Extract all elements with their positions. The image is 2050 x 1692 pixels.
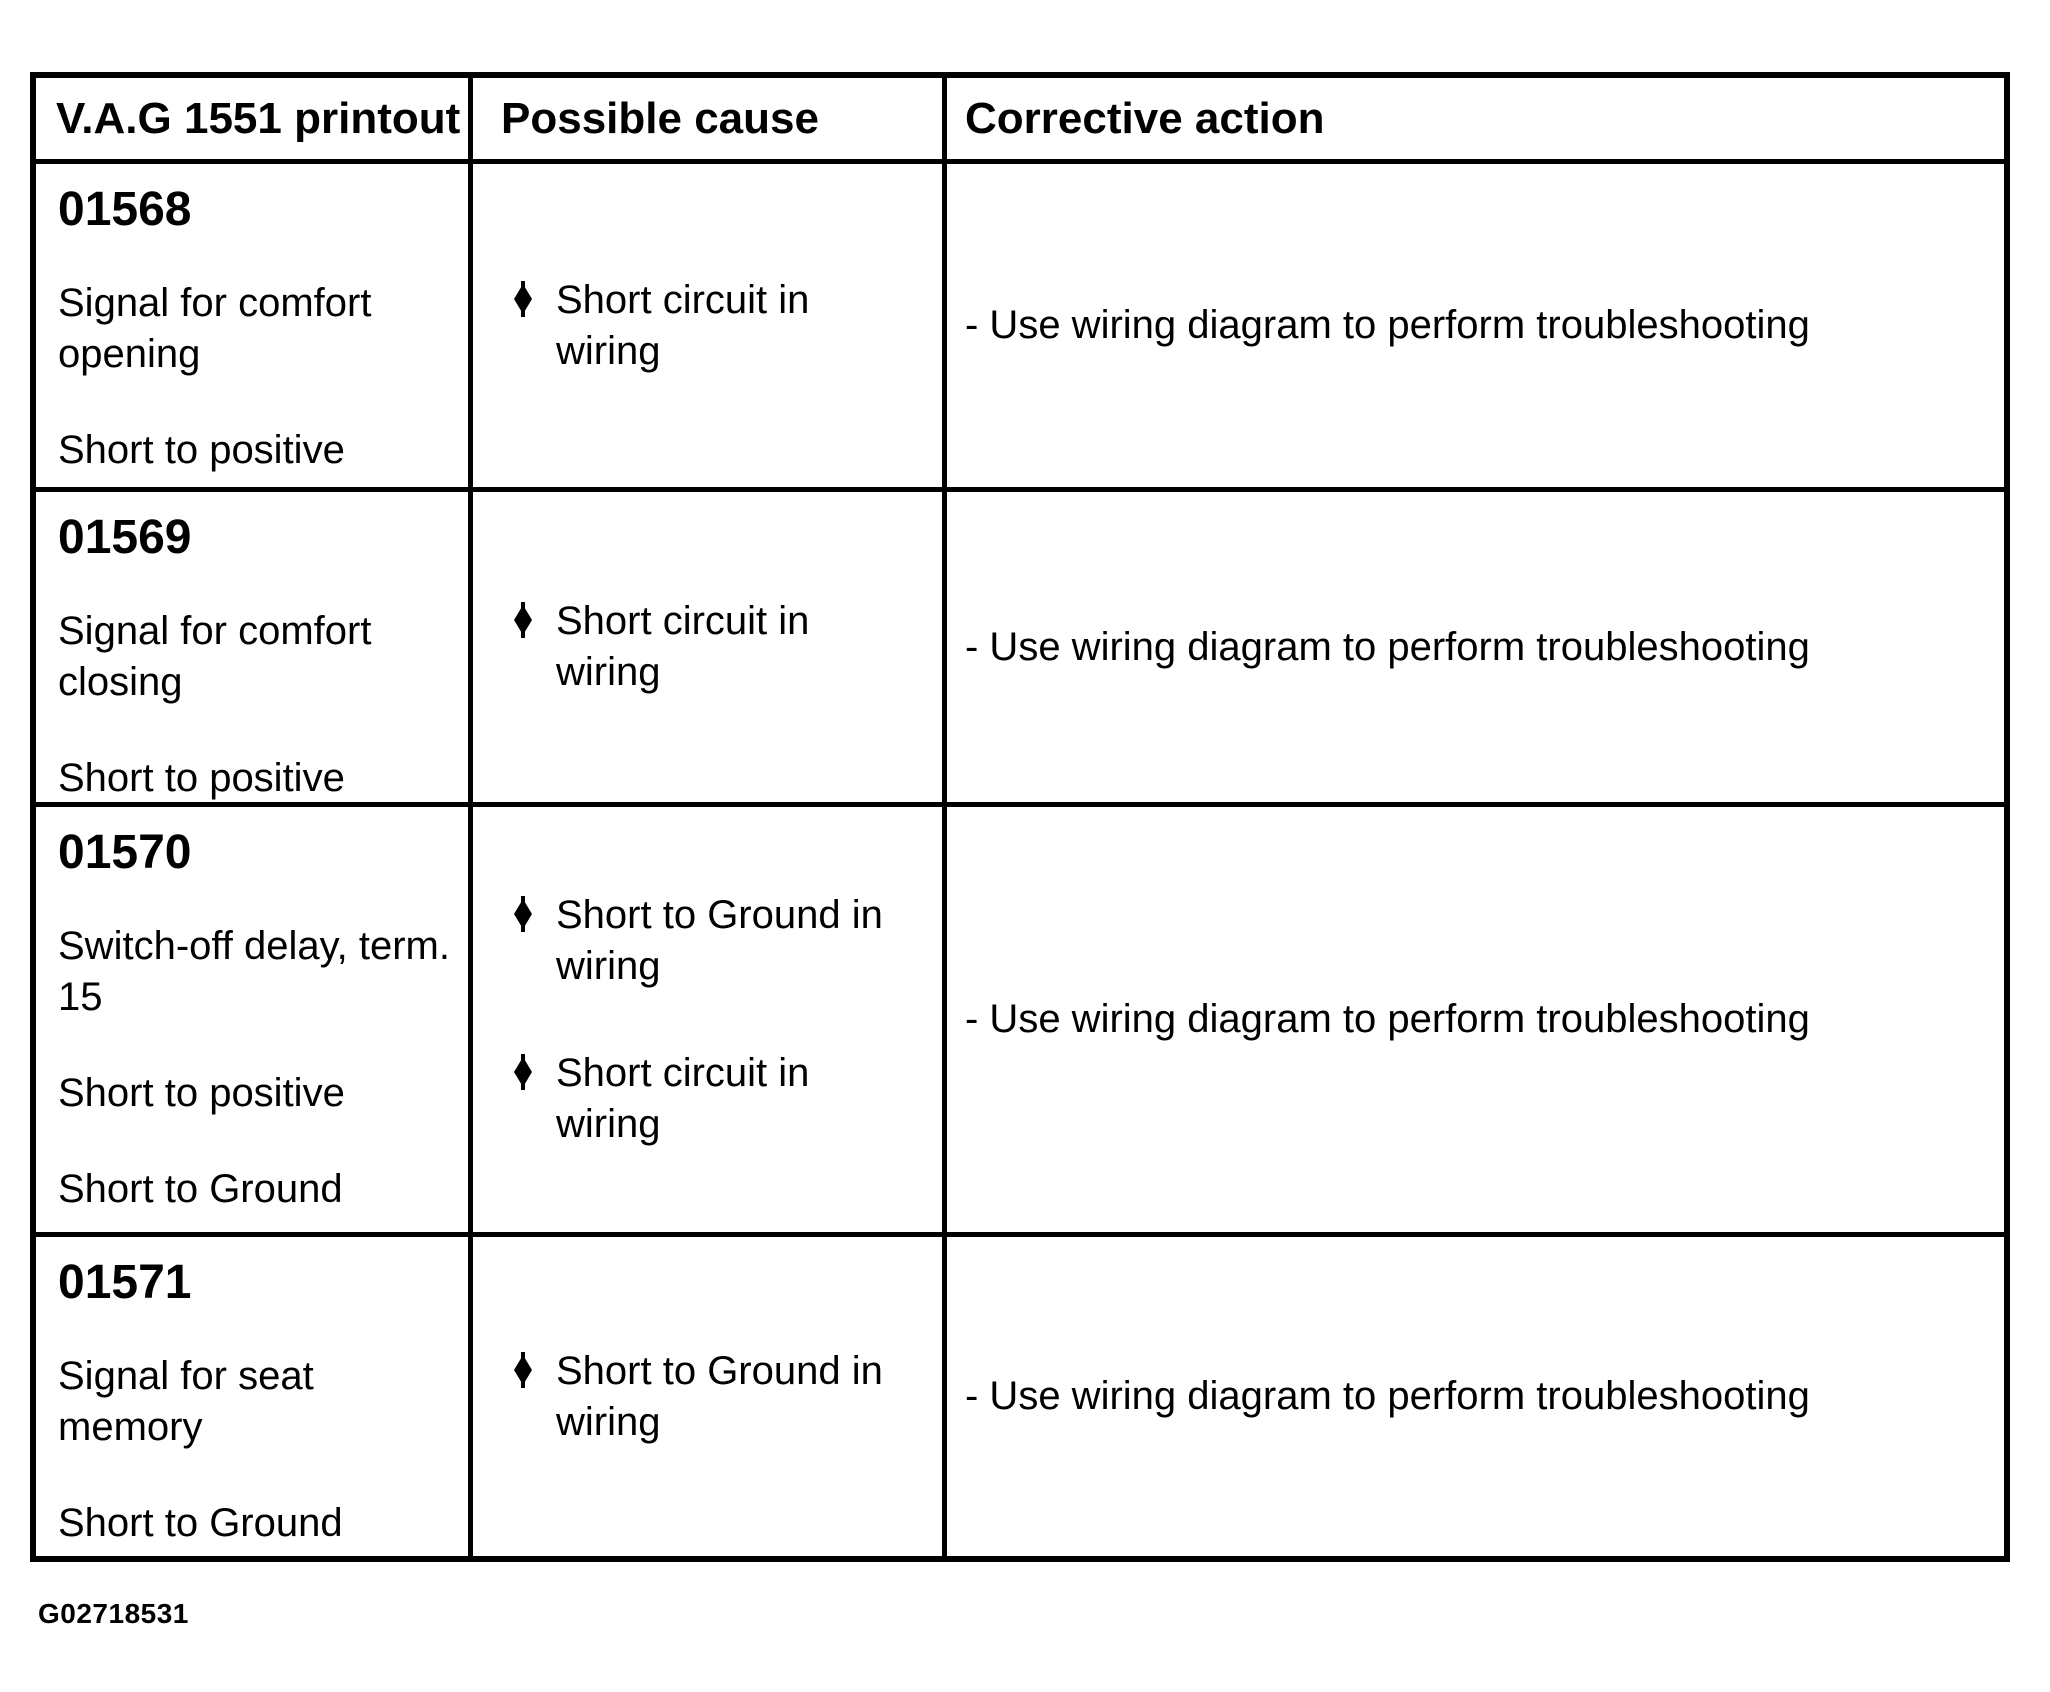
cause-item: Short to Ground in wiring [513,890,922,992]
fault-code: 01570 [58,826,192,879]
action-text: - Use wiring diagram to perform troubles… [965,1374,1810,1418]
action-text: - Use wiring diagram to perform troubles… [965,997,1810,1041]
cause-item: Short circuit in wiring [513,1048,922,1150]
action-cell-01568: - Use wiring diagram to perform troubles… [947,164,2004,492]
fault-status: Short to positive [58,756,345,800]
fault-code: 01568 [58,183,192,236]
action-cell-01570: - Use wiring diagram to perform troubles… [947,807,2004,1237]
fault-status: Short to positive [58,1071,345,1115]
cause-text: Short circuit in wiring [556,1050,810,1146]
printout-cell-01571: 01571 Signal for seat memory Short to Gr… [36,1237,473,1556]
cause-text: Short circuit in wiring [556,277,810,373]
header-possible-cause-label: Possible cause [501,93,819,143]
cause-text: Short to Ground in wiring [556,1348,883,1444]
fault-description: Switch-off delay, term. 15 [58,924,450,1019]
fault-status: Short to positive [58,428,345,472]
fault-status: Short to Ground [58,1501,343,1545]
action-text: - Use wiring diagram to perform troubles… [965,624,1810,669]
printout-cell-01570: 01570 Switch-off delay, term. 15 Short t… [36,807,473,1237]
cause-cell-01569: Short circuit in wiring [473,492,947,807]
fault-code-table: V.A.G 1551 printout Possible cause Corre… [30,72,2010,1562]
printout-cell-01569: 01569 Signal for comfort closing Short t… [36,492,473,807]
fault-description: Signal for comfort opening [58,281,372,376]
fault-code: 01569 [58,511,192,564]
cause-item: Short circuit in wiring [513,275,922,377]
cause-cell-01568: Short circuit in wiring [473,164,947,492]
header-printout: V.A.G 1551 printout [36,78,473,164]
fault-description: Signal for comfort closing [58,609,372,704]
figure-id-label: G02718531 [38,1598,189,1629]
cause-text: Short circuit in wiring [556,599,810,694]
diamond-bullet-icon [514,280,532,317]
header-corrective-action-label: Corrective action [965,93,1325,143]
action-cell-01569: - Use wiring diagram to perform troubles… [947,492,2004,807]
cause-item: Short circuit in wiring [513,596,922,698]
cause-item: Short to Ground in wiring [513,1346,922,1448]
diamond-bullet-icon [514,895,532,932]
cause-cell-01570: Short to Ground in wiring Short circuit … [473,807,947,1237]
cause-text: Short to Ground in wiring [556,892,883,988]
header-printout-label: V.A.G 1551 printout [56,93,461,143]
printout-cell-01568: 01568 Signal for comfort opening Short t… [36,164,473,492]
diamond-bullet-icon [514,1053,532,1090]
cause-cell-01571: Short to Ground in wiring [473,1237,947,1556]
action-cell-01571: - Use wiring diagram to perform troubles… [947,1237,2004,1556]
header-corrective-action: Corrective action [947,78,2004,164]
fault-description: Signal for seat memory [58,1354,314,1449]
action-text: - Use wiring diagram to perform troubles… [965,303,1810,347]
fault-status: Short to Ground [58,1167,343,1211]
diamond-bullet-icon [514,602,532,638]
fault-code: 01571 [58,1256,192,1309]
diamond-bullet-icon [514,1351,532,1388]
header-possible-cause: Possible cause [473,78,947,164]
